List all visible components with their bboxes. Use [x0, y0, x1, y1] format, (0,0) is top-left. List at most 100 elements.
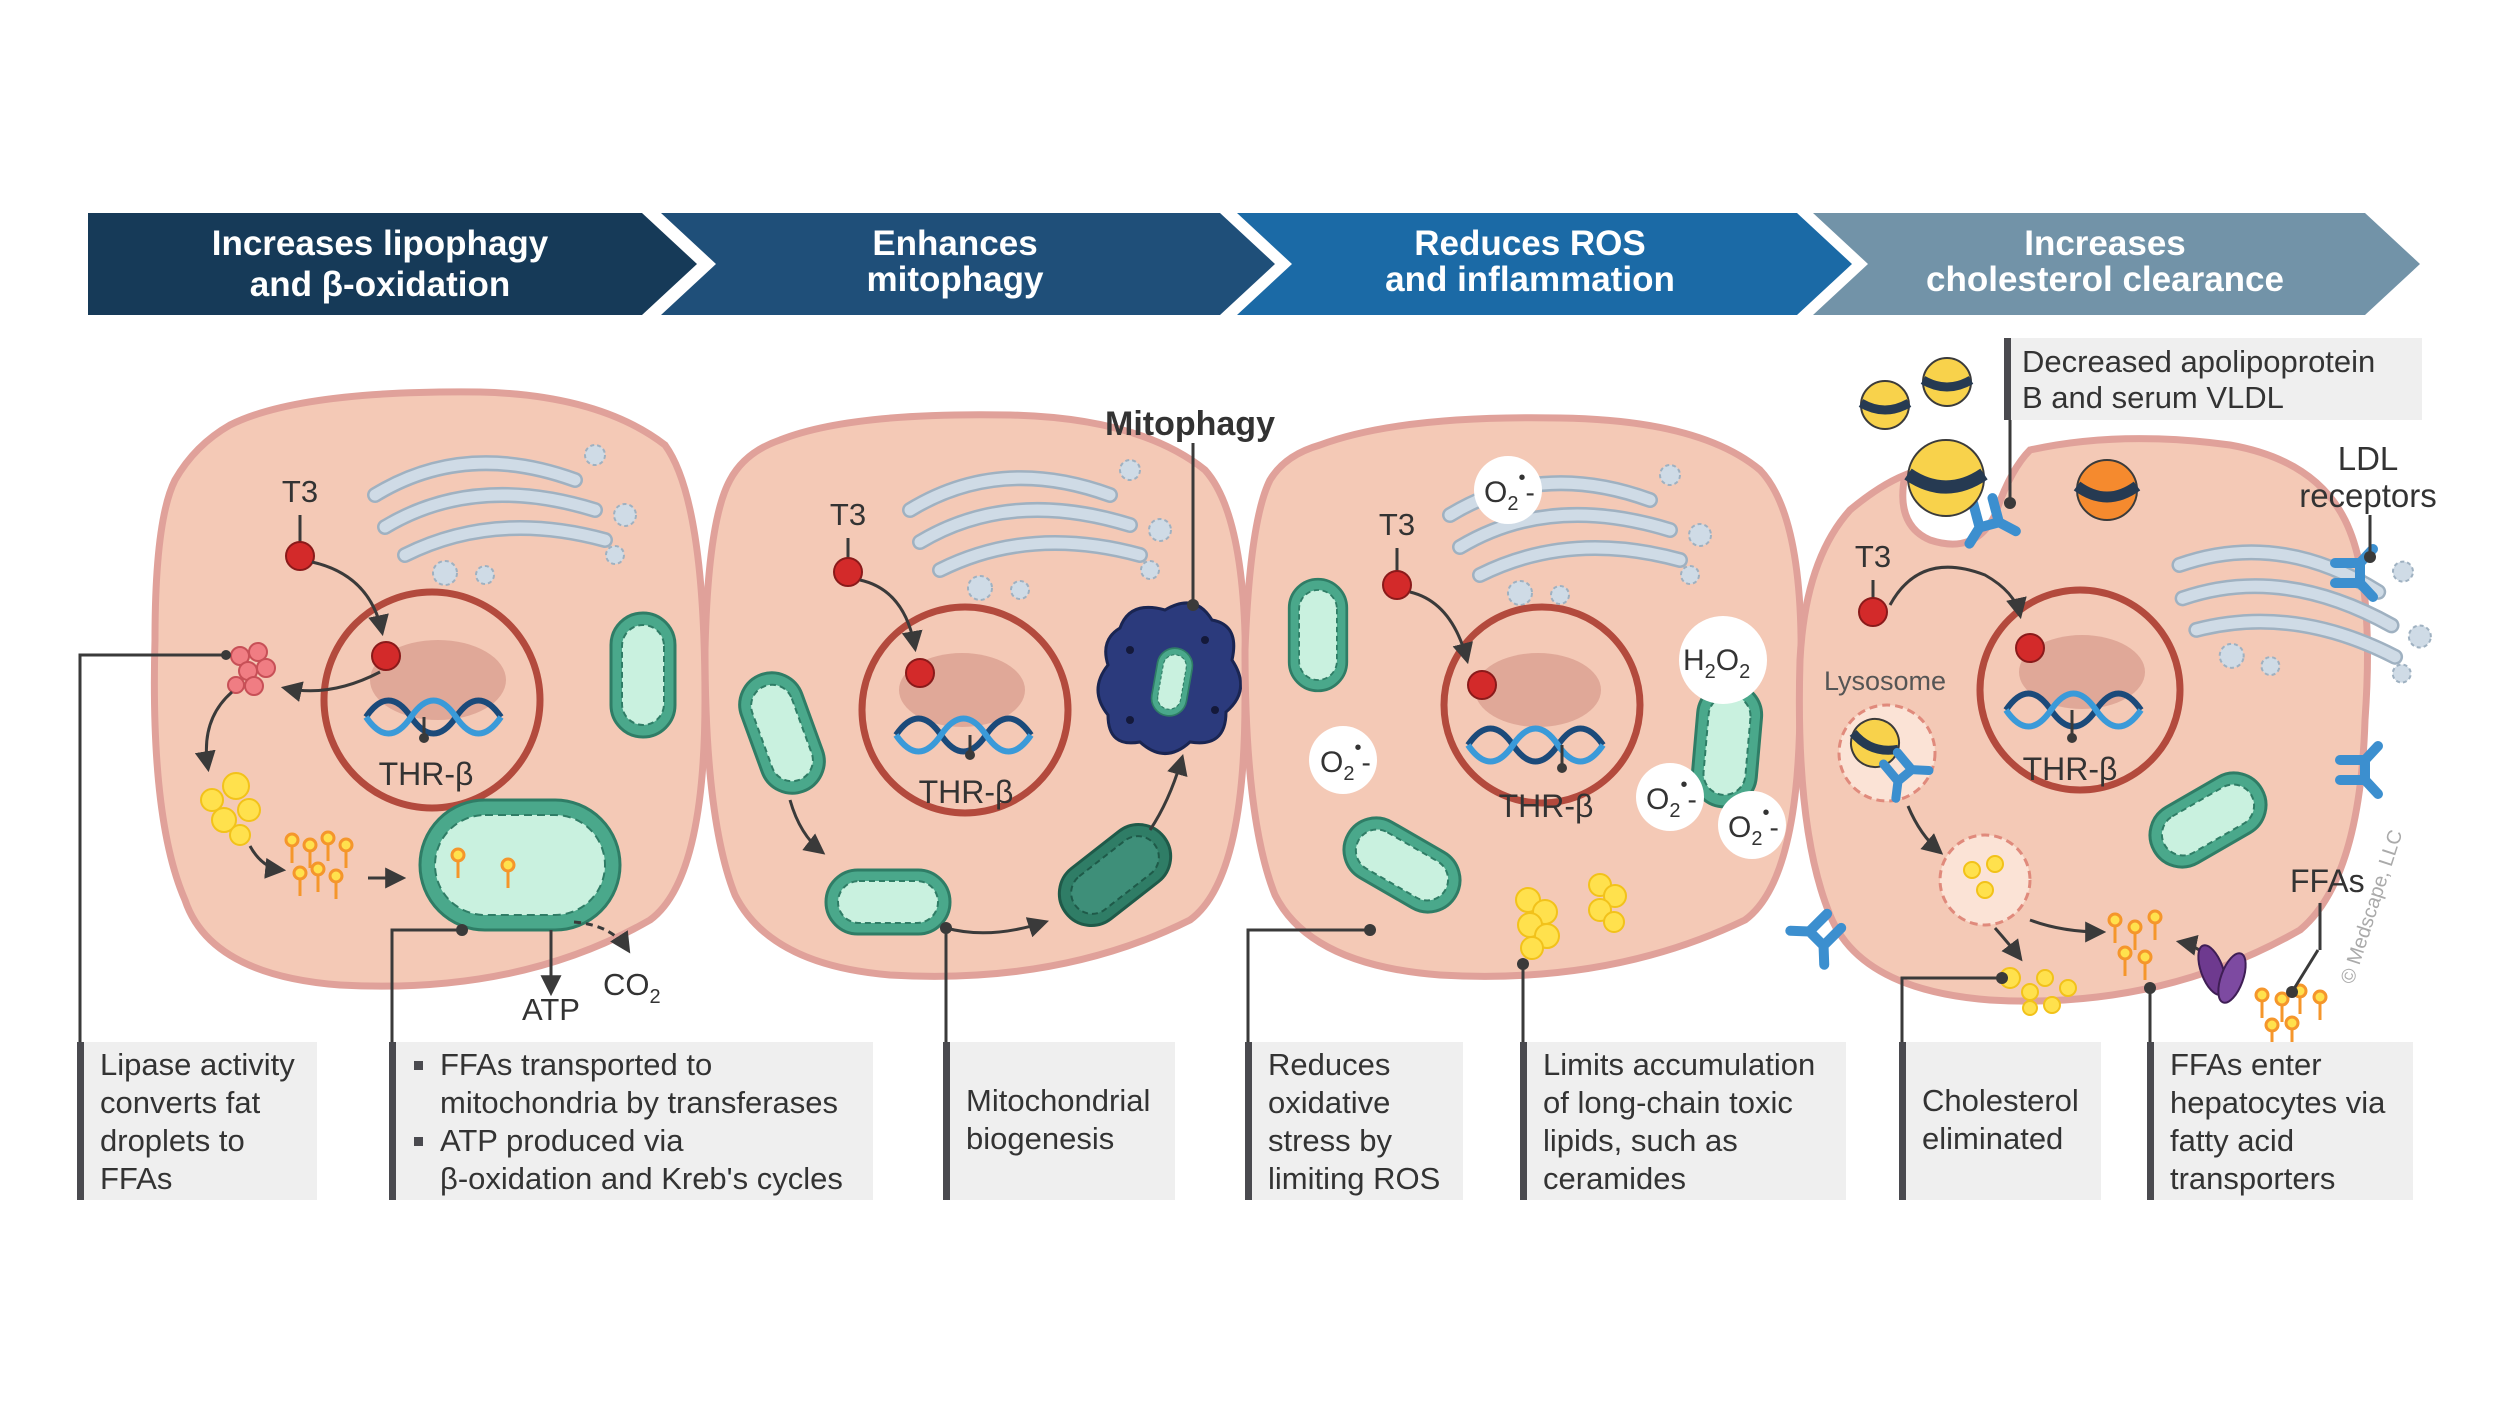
caption-lipase-line1: Lipase activity [100, 1047, 295, 1082]
o2-subscript: 2 [1751, 828, 1762, 850]
o2-radical-dot: • [1354, 737, 1361, 759]
caption-mito-biogenesis: Mitochondrial biogenesis [943, 1042, 1175, 1200]
caption-oxidative-line2: oxidative [1268, 1085, 1391, 1120]
t3-bound-molecule [1467, 670, 1497, 700]
caption-oxidative-line4: limiting ROS [1268, 1161, 1441, 1196]
caption-oxidative: Reduces oxidative stress by limiting ROS [1245, 1042, 1463, 1200]
svg-text:O2•-: O2•- [1646, 774, 1697, 822]
apob-caption-box [2004, 338, 2422, 420]
apob-line1: Decreased apolipoprotein [2022, 344, 2375, 379]
caption-cholesterol-line1: Cholesterol [1922, 1083, 2079, 1118]
caption-ffa-list: FFAs transported to mitochondria by tran… [412, 1046, 859, 1198]
t3-molecule [1382, 570, 1412, 600]
svg-text:O2•-: O2•- [1320, 737, 1371, 785]
cholesterol-droplets [1999, 967, 2077, 1016]
mitochondrion-2 [824, 868, 952, 936]
banner-row: Increases lipophagy and β-oxidation Enha… [88, 213, 2420, 315]
t3-molecule [833, 557, 863, 587]
banner-mitophagy: Enhances mitophagy [661, 213, 1275, 315]
t3-bound-molecule [2015, 633, 2045, 663]
o2-text: O [1320, 746, 1343, 779]
t3-label: T3 [282, 474, 318, 509]
t3-bound-molecule [905, 658, 935, 688]
ros-hydrogen-peroxide: H2O2 [1679, 616, 1767, 704]
caption-mito-biogenesis-line2: biogenesis [966, 1121, 1115, 1156]
t3-bound-molecule [371, 641, 401, 671]
ffas-label: FFAs [2290, 863, 2365, 899]
cell-cholesterol: THR-β T3 Lysosome [1790, 338, 2445, 1050]
caption-oxidative-line3: stress by [1268, 1123, 1393, 1158]
h2o2-h: H [1683, 644, 1705, 677]
caption-oxidative-line1: Reduces [1268, 1047, 1391, 1082]
thr-beta-label: THR-β [1499, 788, 1594, 824]
caption-lipase-line4: FFAs [100, 1161, 173, 1196]
o2-text: O [1484, 476, 1507, 509]
ros-superoxide-4: O2•- [1718, 791, 1786, 859]
o2-radical-dot: • [1762, 802, 1769, 824]
h2o2-o: O [1716, 644, 1739, 677]
caption-ffa-bullet2-line2: β-oxidation and Kreb's cycles [440, 1161, 843, 1196]
o2-charge: - [1687, 784, 1696, 815]
banner-ros-line1: Reduces ROS [1414, 224, 1645, 263]
apob-line2: B and serum VLDL [2022, 380, 2284, 415]
co2-text: CO [603, 967, 650, 1002]
mitophagy-label: Mitophagy [1105, 405, 1275, 443]
vldl-particle-bound [1904, 439, 1988, 517]
h2o2-sub2: 2 [1739, 661, 1750, 683]
t3-molecule [1858, 597, 1888, 627]
mitochondrion-1 [1287, 577, 1349, 693]
h2o2-sub1: 2 [1705, 661, 1716, 683]
banner-cholesterol-line1: Increases [2024, 224, 2186, 263]
caption-lipids: Limits accumulation of long-chain toxic … [1520, 1042, 1846, 1200]
o2-radical-dot: • [1518, 467, 1525, 489]
caption-ffa-enter-line3: fatty acid [2170, 1123, 2295, 1158]
t3-label: T3 [830, 497, 866, 532]
nucleolus [2019, 635, 2145, 709]
caption-lipids-line4: ceramides [1543, 1161, 1686, 1196]
lysosome-2 [1938, 833, 2032, 927]
caption-ffa-enter-line4: transporters [2170, 1161, 2336, 1196]
cell-ros: THR-β T3 O2•- O2•- H2O2 O2•- O2•- [1241, 414, 1805, 980]
banner-mitophagy-line1: Enhances [872, 224, 1037, 263]
banner-lipophagy: Increases lipophagy and β-oxidation [88, 213, 697, 315]
cell-lipophagy: THR-β T3 [150, 388, 709, 1027]
svg-text:H2O2: H2O2 [1683, 644, 1750, 683]
caption-cholesterol-line2: eliminated [1922, 1121, 2064, 1156]
vldl-particle-1 [1861, 381, 1909, 429]
caption-lipids-line1: Limits accumulation [1543, 1047, 1816, 1082]
caption-mito-biogenesis-line1: Mitochondrial [966, 1083, 1151, 1118]
svg-text:O2•-: O2•- [1484, 467, 1535, 515]
banner-ros-line2: and inflammation [1385, 260, 1675, 299]
ceramide-lipids-1 [1515, 887, 1560, 960]
caption-lipase: Lipase activity converts fat droplets to… [77, 1042, 317, 1200]
thr-beta-label: THR-β [379, 756, 474, 792]
fat-droplet-cluster [227, 642, 276, 696]
caption-ffa-bullet1-line1: FFAs transported to [440, 1047, 713, 1082]
vldl-particle-2 [1923, 358, 1971, 406]
mitochondrion-large [418, 798, 622, 932]
lipid-droplets [200, 772, 261, 846]
atp-label: ATP [522, 992, 580, 1027]
caption-lipids-line3: lipids, such as [1543, 1123, 1738, 1158]
banner-cholesterol-line2: cholesterol clearance [1926, 260, 2284, 299]
caption-lipase-line2: converts fat [100, 1085, 261, 1120]
ros-superoxide-3: O2•- [1636, 763, 1704, 831]
caption-ffa-enter-line2: hepatocytes via [2170, 1085, 2386, 1120]
autophagosome [1096, 601, 1243, 755]
ldl-receptors-line1: LDL [2338, 440, 2399, 477]
svg-text:O2•-: O2•- [1728, 802, 1779, 850]
co2-subscript: 2 [650, 986, 661, 1008]
ros-superoxide-2: O2•- [1309, 726, 1377, 794]
banner-lipophagy-line2: and β-oxidation [250, 265, 511, 304]
caption-leaders [78, 653, 2152, 1045]
t3-label: T3 [1855, 539, 1891, 574]
banner-cholesterol: Increases cholesterol clearance [1813, 213, 2420, 315]
o2-text: O [1646, 783, 1669, 816]
lysosome-label: Lysosome [1824, 666, 1946, 696]
caption-ffa-bullet2-line1: ATP produced via [440, 1123, 684, 1158]
caption-ffa-enter-line1: FFAs enter [2170, 1047, 2322, 1082]
ldl-particle-orange [2073, 459, 2141, 521]
cell-mitophagy: THR-β T3 Mitophagy [701, 405, 1275, 980]
ros-superoxide-1: O2•- [1474, 456, 1542, 524]
